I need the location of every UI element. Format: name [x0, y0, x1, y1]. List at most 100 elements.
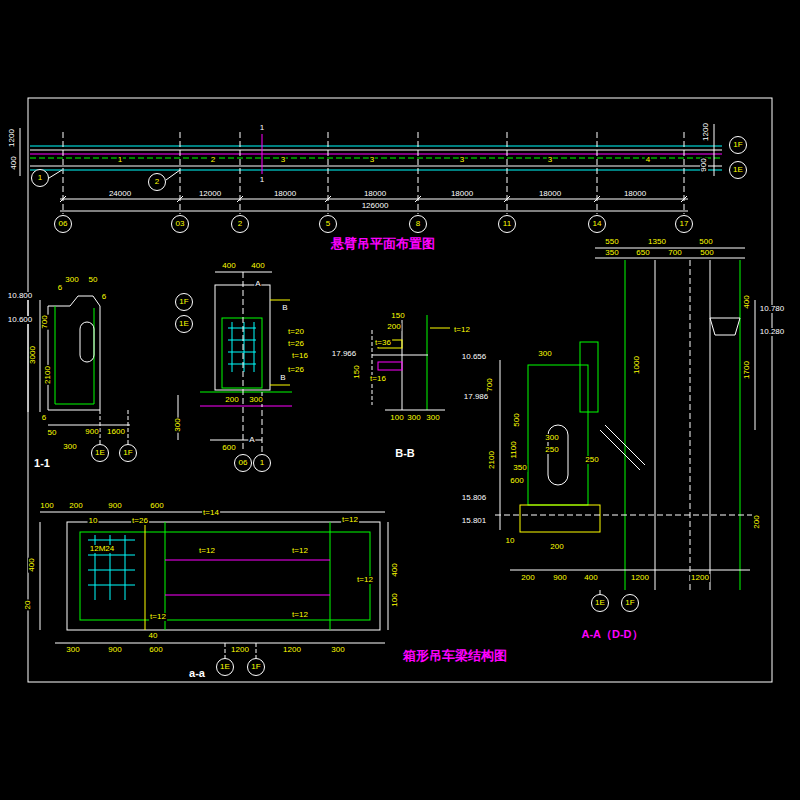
dimension-text: 10.800 [7, 292, 33, 300]
dimension-text: 500 [699, 249, 714, 257]
dimension-text: 10.280 [759, 328, 785, 336]
dimension-text: 1350 [647, 238, 667, 246]
dimension-text: 40 [148, 632, 159, 640]
axis-label: 1 [38, 174, 42, 182]
dimension-text: 6 [41, 414, 47, 422]
dimension-text: 1-1 [33, 458, 51, 469]
dimension-text: 150 [390, 312, 405, 320]
dimension-text: 500 [698, 238, 713, 246]
dimension-text: 3 [369, 156, 375, 164]
dimension-text-vertical: 300 [174, 417, 182, 432]
dimension-text: 600 [509, 477, 524, 485]
dimension-text: 400 [221, 262, 236, 270]
axis-bubble: 2 [231, 215, 249, 233]
dimension-text: 300 [248, 396, 263, 404]
dimension-text: 18000 [450, 190, 474, 198]
dimension-text: 400 [583, 574, 598, 582]
dimension-text: 600 [221, 444, 236, 452]
dimension-text-vertical: 1100 [510, 440, 518, 459]
dimension-text: 650 [635, 249, 650, 257]
axis-label: 17 [680, 220, 689, 228]
dimension-text: 15.801 [461, 517, 487, 525]
axis-label: 1E [733, 166, 743, 174]
dimension-text: 900 [552, 574, 567, 582]
dimension-text: 10.780 [759, 305, 785, 313]
dimension-text: 6 [57, 284, 63, 292]
dimension-text: 10.600 [7, 316, 33, 324]
dimension-text: 17.986 [463, 393, 489, 401]
dimension-text-vertical: 1200 [8, 128, 16, 148]
dimension-text: 1 [259, 124, 265, 132]
dimension-text: t=12 [198, 547, 216, 555]
dimension-text: 400 [250, 262, 265, 270]
axis-bubble: 1F [729, 136, 747, 154]
axis-bubble: 14 [588, 215, 606, 233]
axis-bubble: 1F [119, 444, 137, 462]
dimension-text: 900 [84, 428, 99, 436]
axis-label: 1E [220, 663, 230, 671]
dimension-text: 12M24 [89, 545, 115, 553]
dimension-text: t=12 [356, 576, 374, 584]
axis-bubble: 1F [247, 658, 265, 676]
dimension-text: 200 [549, 543, 564, 551]
axis-label: 06 [239, 459, 248, 467]
axis-label: 2 [238, 220, 242, 228]
dimension-text: a-a [188, 668, 206, 679]
dimension-text: 1200 [282, 646, 302, 654]
axis-label: 8 [416, 220, 420, 228]
dimension-text: t=36 [374, 339, 392, 347]
axis-bubble: 1E [216, 658, 234, 676]
dimension-text: 300 [65, 646, 80, 654]
dimension-text: 18000 [623, 190, 647, 198]
dimension-text: 1600 [106, 428, 126, 436]
dimension-text-vertical: 500 [513, 412, 521, 427]
axis-label: 1F [179, 298, 188, 306]
axis-bubble: 1E [91, 444, 109, 462]
axis-bubble: 1 [31, 169, 49, 187]
dimension-text: 300 [64, 276, 79, 284]
dimension-text: 250 [544, 446, 559, 454]
dimension-text-vertical: 400 [743, 294, 751, 309]
dimension-text: 18000 [273, 190, 297, 198]
dimension-text: 550 [604, 238, 619, 246]
dimension-text: 200 [520, 574, 535, 582]
axis-label: 1E [95, 449, 105, 457]
dimension-text: 箱形吊车梁结构图 [402, 649, 508, 662]
axis-bubble: 1F [175, 293, 193, 311]
axis-bubble: 2 [148, 173, 166, 191]
dimension-text: 10.656 [461, 353, 487, 361]
dimension-text: B-B [394, 448, 416, 459]
axis-label: 14 [593, 220, 602, 228]
dimension-text: 10 [505, 537, 516, 545]
dimension-text: 900 [107, 502, 122, 510]
axis-bubble: 1 [253, 454, 271, 472]
dimension-text: A-A（D-D） [580, 629, 643, 640]
dimension-text: 300 [537, 350, 552, 358]
dimension-text: 900 [107, 646, 122, 654]
dimension-text: 700 [667, 249, 682, 257]
dimension-text: 3 [280, 156, 286, 164]
dimension-text-vertical: 2100 [44, 365, 52, 385]
axis-bubble: 03 [171, 215, 189, 233]
axis-bubble: 1E [591, 594, 609, 612]
dimension-text: 2 [210, 156, 216, 164]
dimension-text: 300 [330, 646, 345, 654]
dimension-text: 1 [259, 176, 265, 184]
dimension-text: 100 [39, 502, 54, 510]
axis-bubble: 1E [175, 315, 193, 333]
axis-label: 2 [155, 178, 159, 186]
dimension-text-vertical: 400 [391, 562, 399, 577]
dimension-text: 50 [47, 429, 58, 437]
dimension-text-vertical: 3000 [29, 345, 37, 365]
dimension-text: t=26 [287, 340, 305, 348]
dimension-text: 6 [101, 293, 107, 301]
dimension-text: t=12 [291, 547, 309, 555]
dimension-text-vertical: 150 [353, 364, 361, 379]
dimension-text-vertical: 400 [28, 557, 36, 572]
dimension-text: 350 [604, 249, 619, 257]
dimension-text: 350 [512, 464, 527, 472]
dimension-text: 200 [68, 502, 83, 510]
dimension-text-vertical: 20 [24, 600, 32, 611]
axis-bubble: 17 [675, 215, 693, 233]
